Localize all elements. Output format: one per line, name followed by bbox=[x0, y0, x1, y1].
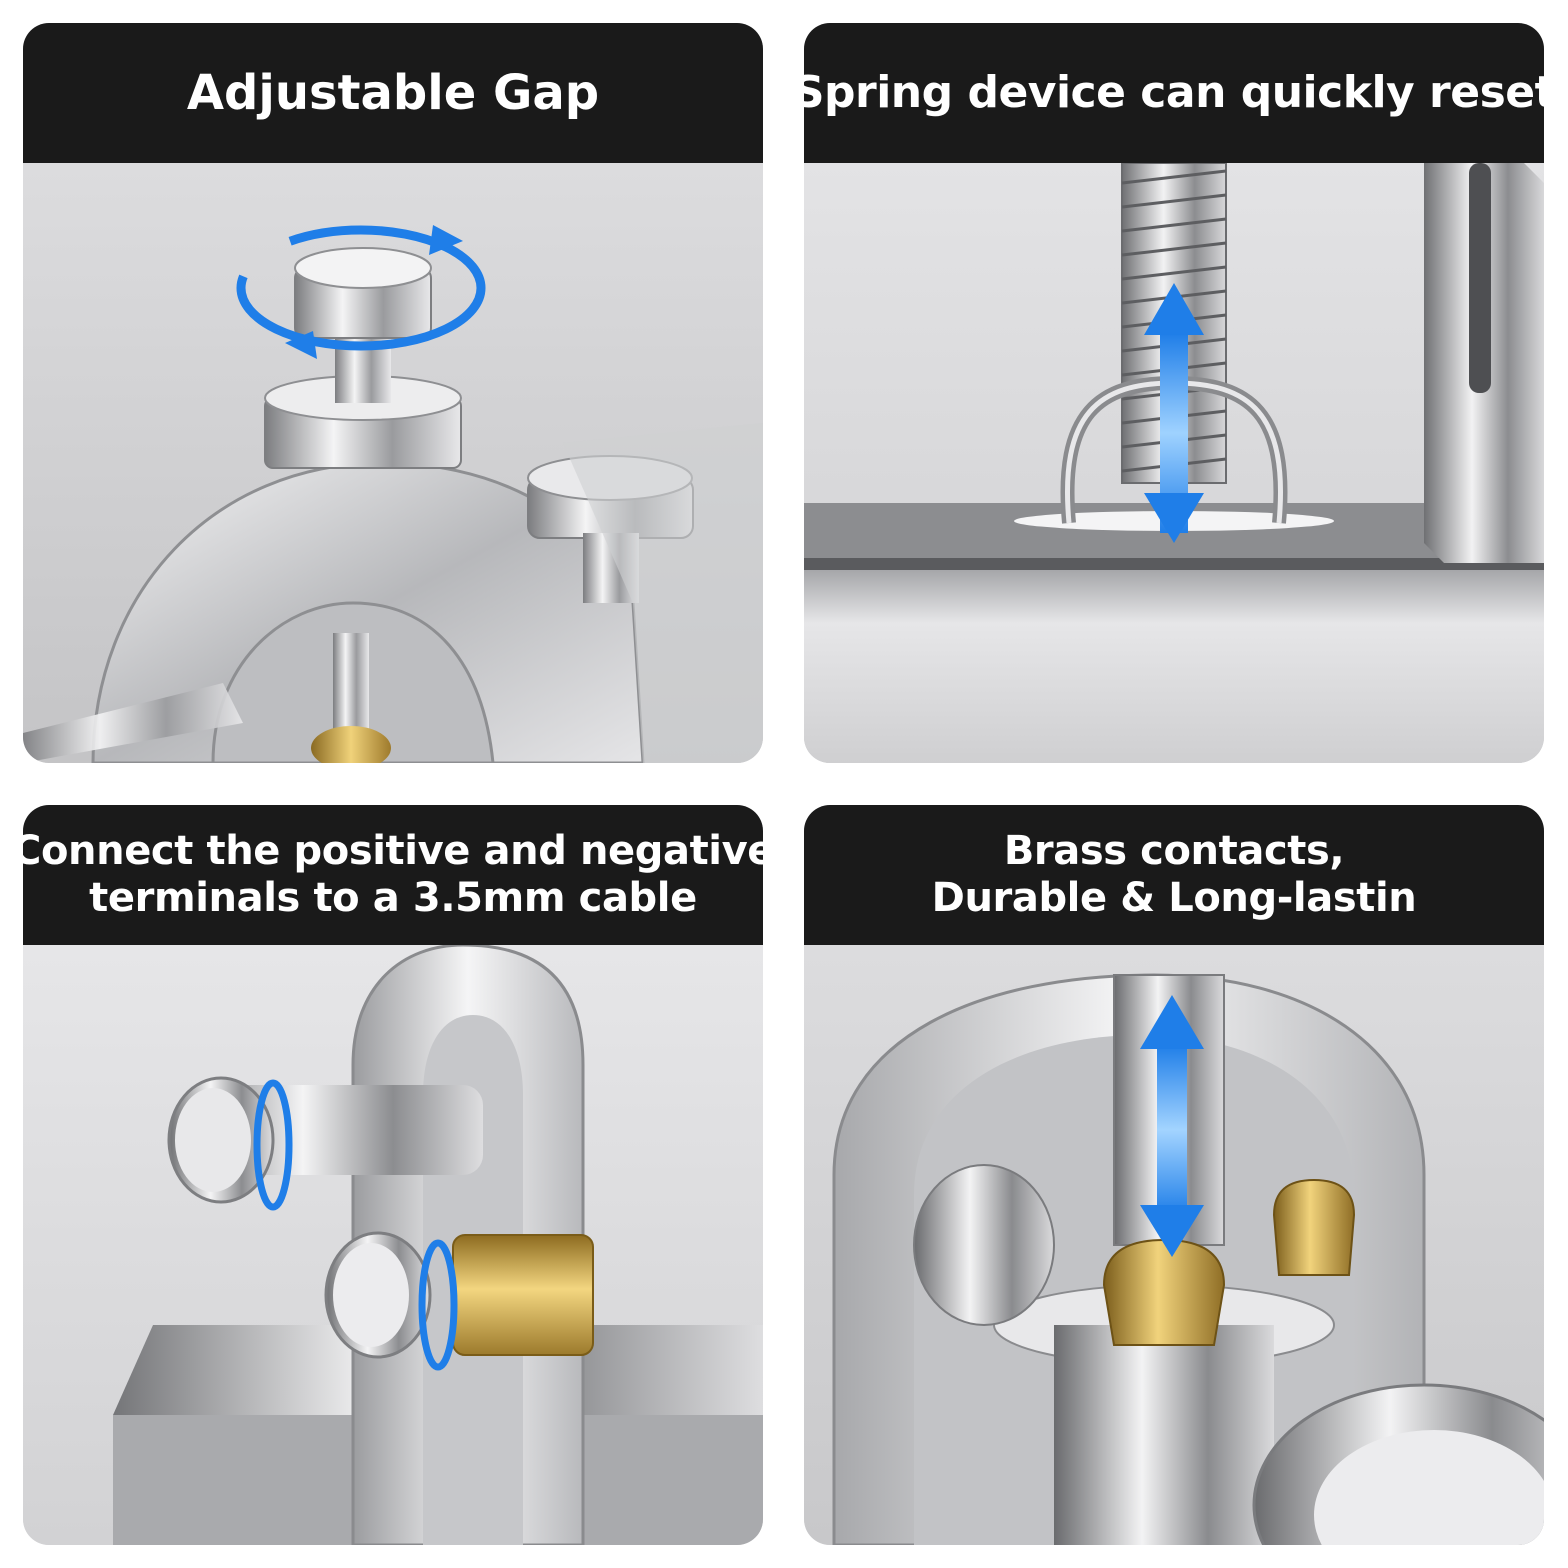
panel-brass-contacts: Brass contacts, Durable & Long-lastin bbox=[804, 805, 1544, 1545]
terminal-ring-icon bbox=[253, 1079, 293, 1211]
terminals-illustration bbox=[23, 945, 763, 1545]
spring-illustration bbox=[804, 163, 1544, 763]
product-photo bbox=[804, 945, 1544, 1545]
product-photo bbox=[23, 945, 763, 1545]
panel-header: Brass contacts, Durable & Long-lastin bbox=[804, 805, 1544, 945]
panel-header: Spring device can quickly reset bbox=[804, 23, 1544, 163]
gap-adjust-illustration bbox=[23, 163, 763, 763]
vertical-double-arrow-icon bbox=[1140, 995, 1204, 1257]
product-photo bbox=[23, 163, 763, 763]
product-photo bbox=[804, 163, 1544, 763]
panel-spring-reset: Spring device can quickly reset bbox=[804, 23, 1544, 763]
panel-title-line-1: Connect the positive and negative bbox=[23, 827, 763, 874]
terminal-ring-icon bbox=[418, 1239, 458, 1371]
brass-contacts-illustration bbox=[804, 945, 1544, 1545]
panel-title-line-2: terminals to a 3.5mm cable bbox=[89, 875, 697, 921]
panel-header: Adjustable Gap bbox=[23, 23, 763, 163]
panel-terminals: Connect the positive and negative termin… bbox=[23, 805, 763, 1545]
panel-title-line-1: Brass contacts, bbox=[1003, 827, 1345, 874]
rotation-arrow-icon bbox=[236, 225, 486, 359]
vertical-double-arrow-icon bbox=[1144, 283, 1204, 543]
panel-title-line-2: Durable & Long-lastin bbox=[931, 875, 1417, 921]
panel-title: Spring device can quickly reset bbox=[804, 67, 1544, 119]
panel-title: Adjustable Gap bbox=[186, 64, 600, 121]
panel-adjustable-gap: Adjustable Gap bbox=[23, 23, 763, 763]
panel-header: Connect the positive and negative termin… bbox=[23, 805, 763, 945]
